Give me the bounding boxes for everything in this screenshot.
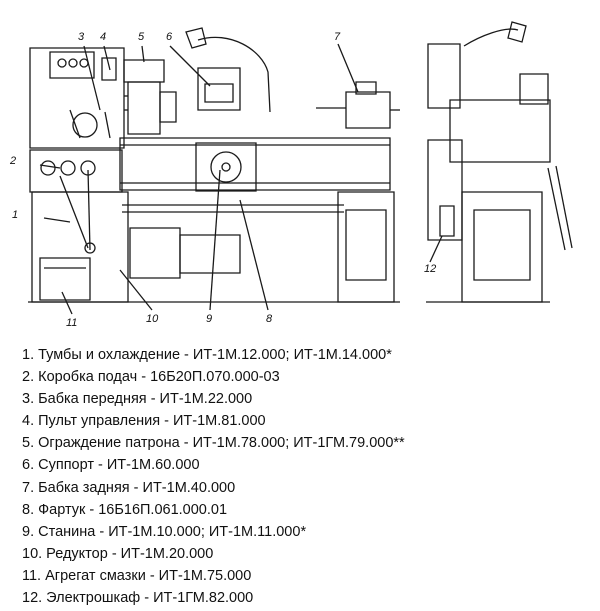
lubrication-unit	[40, 258, 90, 300]
gearbox	[130, 228, 180, 278]
legend-item: 2. Коробка подач - 16Б20П.070.000-03	[22, 369, 280, 386]
side-view-headstock	[428, 44, 460, 108]
headstock-handwheel	[73, 113, 97, 137]
callout-6: 6	[166, 31, 173, 43]
callout-1: 1	[12, 209, 18, 221]
feed-box	[30, 150, 122, 192]
callout-3: 3	[78, 31, 85, 43]
lamp-arm	[198, 37, 270, 112]
legend-item: 4. Пульт управления - ИТ-1М.81.000	[22, 413, 266, 430]
control-panel	[50, 52, 94, 78]
tailstock	[346, 92, 390, 128]
legend-item: 3. Бабка передняя - ИТ-1М.22.000	[22, 391, 253, 408]
callout-5: 5	[138, 31, 145, 43]
parts-legend: 1. Тумбы и охлаждение - ИТ-1М.12.000; ИТ…	[22, 344, 592, 609]
callout-12: 12	[424, 263, 436, 275]
callout-11: 11	[66, 317, 77, 329]
lathe-drawing: 3 4 5 6 7 2 1 9 8 10 11 12	[9, 0, 600, 329]
legend-item: 5. Ограждение патрона - ИТ-1М.78.000; ИТ…	[22, 435, 405, 452]
side-view-body	[450, 100, 550, 162]
callout-7: 7	[334, 31, 341, 43]
legend-item: 10. Редуктор - ИТ-1М.20.000	[22, 545, 214, 562]
legend-item: 8. Фартук - 16Б16П.061.000.01	[22, 501, 228, 518]
callout-10: 10	[146, 313, 159, 325]
apron	[196, 143, 256, 191]
legend-item: 7. Бабка задняя - ИТ-1М.40.000	[22, 479, 236, 496]
electrical-cabinet	[428, 140, 462, 240]
callout-8: 8	[266, 313, 273, 325]
bed	[120, 138, 390, 190]
callout-9: 9	[206, 313, 212, 325]
headstock	[30, 48, 124, 148]
legend-item: 11. Агрегат смазки - ИТ-1М.75.000	[22, 567, 252, 584]
chuck-guard	[124, 60, 164, 82]
legend-item: 9. Станина - ИТ-1М.10.000; ИТ-1М.11.000*	[22, 523, 307, 540]
legend-item: 12. Электрошкаф - ИТ-1ГМ.82.000	[22, 590, 254, 607]
callout-4: 4	[100, 31, 106, 43]
legend-item: 6. Суппорт - ИТ-1М.60.000	[22, 457, 200, 474]
legend-item: 1. Тумбы и охлаждение - ИТ-1М.12.000; ИТ…	[22, 347, 392, 363]
left-pedestal	[32, 192, 128, 302]
carriage	[198, 68, 240, 110]
callout-2: 2	[9, 155, 16, 167]
